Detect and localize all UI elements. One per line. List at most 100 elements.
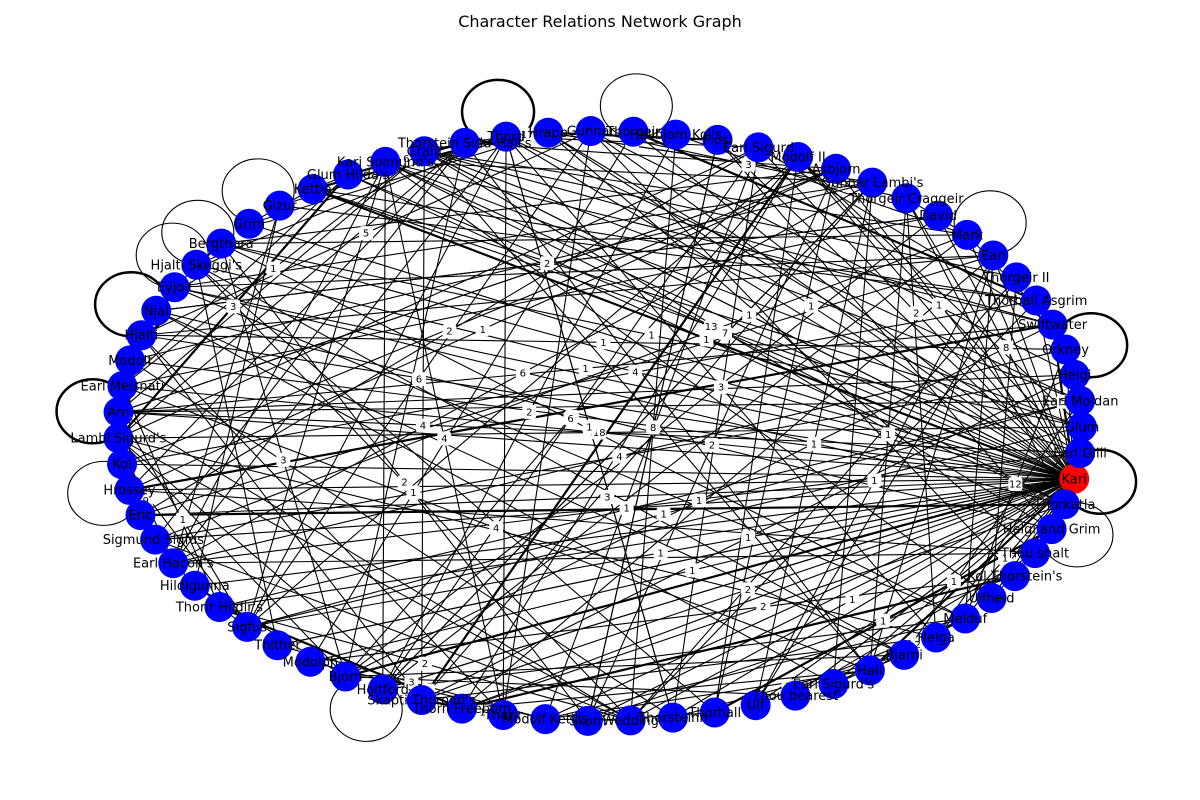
node-label: Bjorn	[329, 670, 363, 685]
node[interactable]	[103, 397, 134, 428]
node-label: Wedding	[602, 714, 659, 729]
node[interactable]	[141, 295, 172, 326]
node[interactable]	[780, 680, 811, 711]
node[interactable]	[367, 674, 398, 705]
edge	[140, 334, 423, 701]
node-label: Thorkatla	[1033, 498, 1095, 513]
node[interactable]	[1050, 334, 1081, 365]
edge-weight-label: 6	[515, 365, 530, 380]
node[interactable]	[206, 228, 237, 259]
node[interactable]	[699, 697, 730, 728]
node[interactable]	[409, 136, 440, 167]
node[interactable]	[1036, 514, 1067, 545]
node[interactable]	[1066, 411, 1097, 442]
node[interactable]	[406, 685, 437, 716]
node[interactable]	[179, 570, 210, 601]
node[interactable]	[618, 116, 649, 147]
node[interactable]	[1049, 489, 1080, 520]
node[interactable]	[657, 702, 688, 733]
node-label: Thorir	[483, 708, 523, 723]
node[interactable]	[950, 603, 981, 634]
node[interactable]	[920, 622, 951, 653]
node[interactable]	[743, 132, 774, 163]
node[interactable]	[333, 159, 364, 190]
svg-text:2: 2	[446, 327, 452, 338]
node[interactable]	[783, 142, 814, 173]
node[interactable]	[114, 474, 145, 505]
node[interactable]	[204, 592, 235, 623]
svg-text:1: 1	[696, 496, 702, 507]
node[interactable]	[923, 200, 954, 231]
svg-text:1: 1	[689, 566, 695, 577]
node[interactable]	[234, 208, 265, 239]
node-label: Asbjorn	[812, 162, 861, 177]
edge-weight-label: 1	[406, 485, 421, 500]
node[interactable]	[1064, 437, 1095, 468]
edge	[345, 478, 1075, 678]
node[interactable]	[1001, 262, 1032, 293]
node[interactable]	[491, 121, 522, 152]
node[interactable]	[999, 561, 1030, 592]
node[interactable]	[370, 146, 401, 177]
svg-text:6: 6	[416, 374, 422, 385]
node[interactable]	[575, 116, 606, 147]
node[interactable]	[660, 119, 691, 150]
edge	[630, 277, 1017, 721]
node[interactable]	[530, 704, 561, 735]
node[interactable]	[952, 219, 983, 250]
node[interactable]	[446, 693, 477, 724]
svg-text:8: 8	[650, 423, 656, 434]
node[interactable]	[1019, 538, 1050, 569]
edge-weight-label: 3	[714, 380, 729, 395]
node[interactable]	[262, 630, 293, 661]
node[interactable]	[1037, 309, 1068, 340]
node[interactable]	[821, 153, 852, 184]
node[interactable]	[857, 167, 888, 198]
node[interactable]	[159, 272, 190, 303]
node[interactable]	[115, 345, 146, 376]
edge	[172, 205, 281, 564]
svg-text:12: 12	[1009, 479, 1022, 490]
node[interactable]	[889, 639, 920, 670]
edge	[755, 478, 1075, 706]
node[interactable]	[854, 655, 885, 686]
node[interactable]	[107, 371, 138, 402]
node[interactable]	[818, 669, 849, 700]
node[interactable]	[488, 699, 519, 730]
node[interactable]	[232, 611, 263, 642]
node[interactable]	[740, 690, 771, 721]
node[interactable]	[978, 240, 1009, 271]
edge	[714, 156, 799, 713]
node-label: Thord	[486, 130, 525, 145]
node-label: Hjalti	[125, 329, 159, 344]
node[interactable]	[976, 582, 1007, 613]
node[interactable]	[533, 117, 564, 148]
node[interactable]	[702, 124, 733, 155]
node[interactable]	[181, 249, 212, 280]
node[interactable]	[1021, 285, 1052, 316]
node-label: Eric	[128, 509, 152, 524]
node[interactable]	[615, 705, 646, 736]
node[interactable]	[125, 500, 156, 531]
node[interactable]	[1065, 385, 1096, 416]
node[interactable]	[295, 646, 326, 677]
node[interactable]	[330, 661, 361, 692]
node[interactable]	[891, 183, 922, 214]
node[interactable]	[449, 127, 480, 158]
node-label: Kari	[1062, 472, 1087, 487]
svg-text:6: 6	[520, 368, 526, 379]
node[interactable]	[107, 449, 138, 480]
node[interactable]	[126, 320, 157, 351]
node-highlighted[interactable]	[1059, 463, 1090, 494]
node[interactable]	[140, 524, 171, 555]
edge	[424, 150, 1081, 402]
svg-text:2: 2	[401, 478, 407, 489]
node[interactable]	[1059, 359, 1090, 390]
node[interactable]	[572, 705, 603, 736]
node[interactable]	[158, 548, 189, 579]
node[interactable]	[297, 174, 328, 205]
node[interactable]	[103, 423, 134, 454]
edge-weight-label: 1	[685, 563, 700, 578]
svg-text:1: 1	[746, 311, 752, 322]
node[interactable]	[264, 190, 295, 221]
